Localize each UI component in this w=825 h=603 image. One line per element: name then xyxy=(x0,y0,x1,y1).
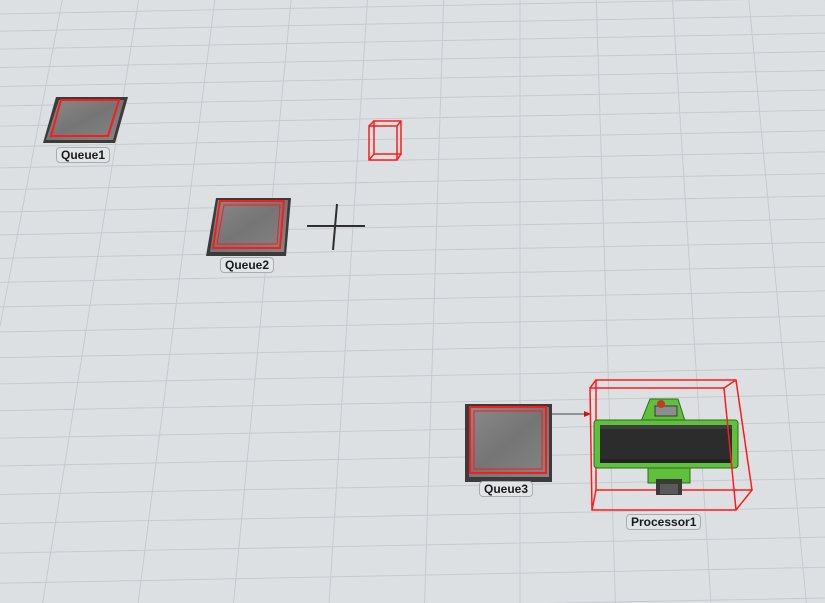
crosshair-cursor-icon xyxy=(307,203,365,251)
queue1-label[interactable]: Queue1 xyxy=(56,147,111,163)
queue1[interactable] xyxy=(43,97,128,143)
queue2[interactable] xyxy=(206,198,291,256)
selection-box-empty[interactable] xyxy=(368,120,402,161)
queue2-label[interactable]: Queue2 xyxy=(220,257,275,273)
processor1[interactable] xyxy=(589,379,753,511)
queue3-label[interactable]: Queue3 xyxy=(479,481,534,497)
queue3[interactable] xyxy=(465,404,552,482)
processor1-label[interactable]: Processor1 xyxy=(626,514,702,530)
connector-arrow[interactable] xyxy=(552,411,591,417)
